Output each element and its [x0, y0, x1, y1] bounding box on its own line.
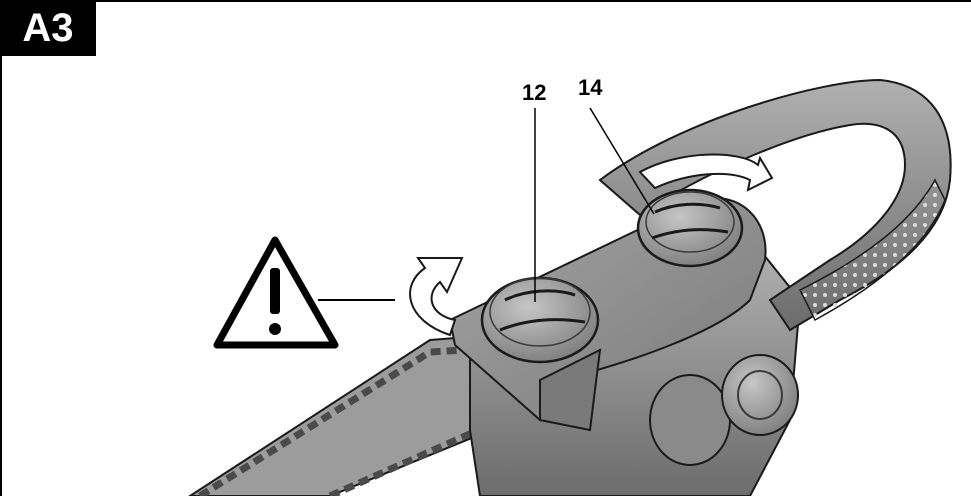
- callout-12: 12: [522, 80, 546, 105]
- side-knob: [721, 354, 799, 436]
- figure-label: A3: [0, 0, 96, 56]
- callout-14-leader: [589, 107, 655, 215]
- lock-knob-14: [636, 188, 744, 268]
- rotate-arrow-icon: [638, 153, 774, 192]
- rear-handle: [598, 78, 952, 332]
- tension-knob-12: [480, 276, 600, 364]
- callout-14: 14: [578, 75, 603, 100]
- rotate-arrow-icon: [409, 257, 464, 337]
- warning-triangle-icon: [213, 236, 395, 349]
